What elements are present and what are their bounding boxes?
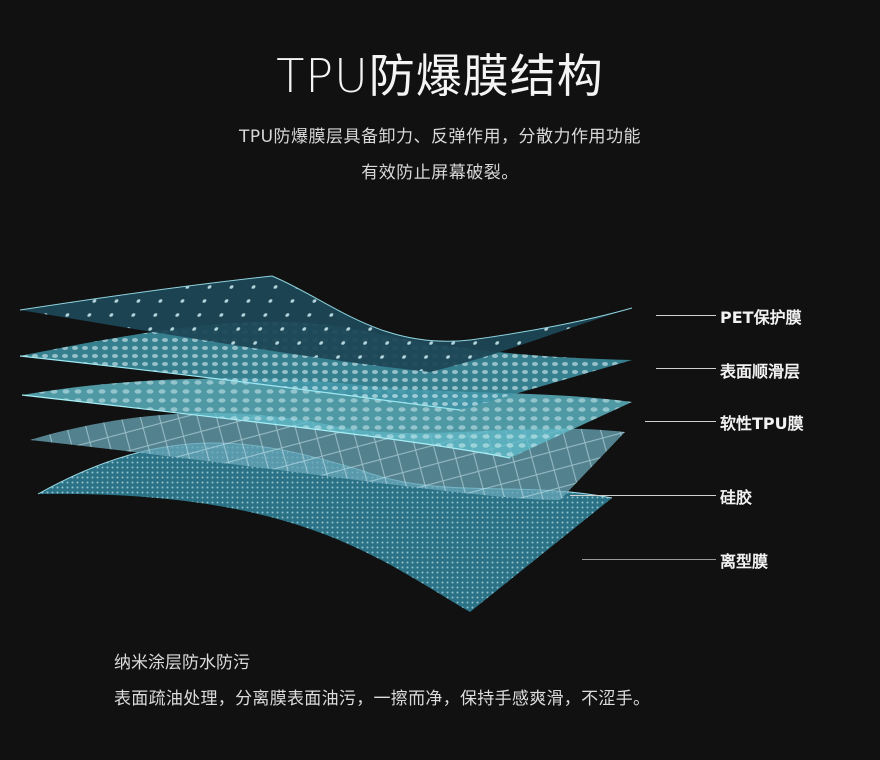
leader-line-tpu [645,421,716,422]
label-smooth-surface: 表面顺滑层 [720,362,801,381]
leader-line-smooth [656,368,716,369]
label-release-film: 离型膜 [720,552,769,571]
feature-description: 表面疏油处理，分离膜表面油污，一擦而净，保持手感爽滑，不涩手。 [114,689,651,709]
layer-stack-illustration [19,275,633,612]
label-pet-film: PET保护膜 [720,308,802,327]
label-silicone: 硅胶 [720,488,753,507]
layer-diagram: PET保护膜 表面顺滑层 软性TPU膜 硅胶 离型膜 [0,260,880,630]
leader-line-silicone [570,495,716,496]
subtitle-line-2: 有效防止屏幕破裂。 [361,163,519,183]
leader-line-pet [656,315,716,316]
layer-pet-film [19,275,633,372]
leader-line-release [582,559,716,560]
feature-title: 纳米涂层防水防污 [114,653,250,673]
label-soft-tpu: 软性TPU膜 [720,414,804,433]
layer-smooth-surface [19,321,632,411]
subtitle-line-1: TPU防爆膜层具备卸力、反弹作用，分散力作用功能 [238,127,642,147]
page-title: TPU防爆膜结构 [276,49,604,103]
